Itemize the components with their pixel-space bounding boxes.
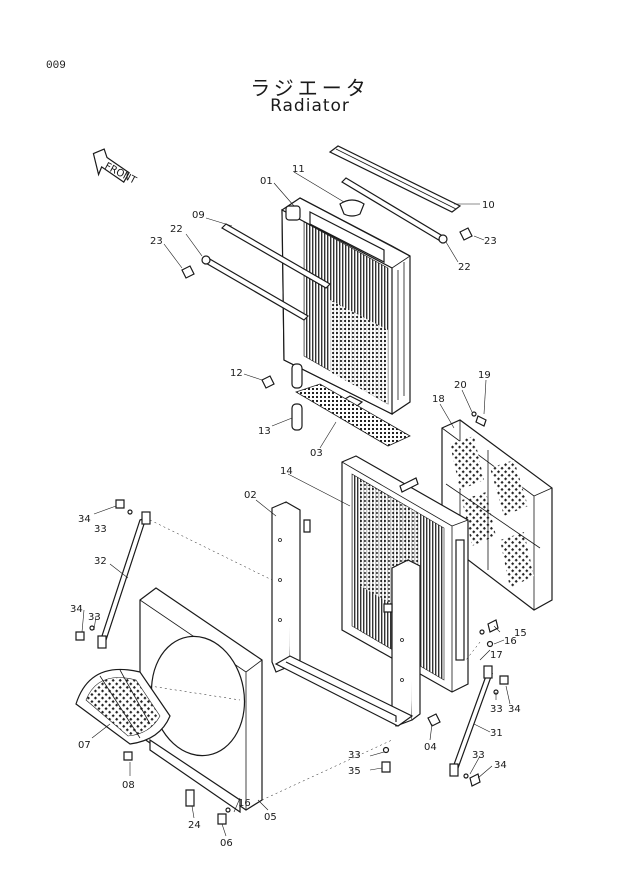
part-05-shroud (139, 587, 263, 814)
title-japanese: ラジエータ (250, 76, 370, 100)
callout-22-right: 22 (458, 262, 471, 273)
part-18-screen (441, 419, 553, 611)
callout-02: 02 (244, 490, 257, 501)
front-direction-arrow: FRONT (92, 148, 139, 187)
part-03-seal (295, 383, 411, 447)
callout-03: 03 (310, 448, 323, 459)
part-22-stay-right (341, 177, 448, 244)
callout-35: 35 (348, 766, 361, 777)
callout-16-b: 16 (504, 636, 517, 647)
callout-23-left: 23 (150, 236, 163, 247)
callout-23-right: 23 (484, 236, 497, 247)
callout-12: 12 (230, 368, 243, 379)
part-10-strip (328, 145, 462, 213)
callout-01: 01 (260, 176, 273, 187)
callout-32: 32 (94, 556, 107, 567)
callout-07: 07 (78, 740, 91, 751)
part-13-hose (291, 363, 303, 431)
callout-33-a: 33 (94, 524, 107, 535)
callout-08: 08 (122, 780, 135, 791)
callout-34-c: 34 (508, 704, 521, 715)
callout-16-a: 16 (238, 798, 251, 809)
part-31-stay (449, 665, 493, 777)
part-07-fan-guard (75, 668, 171, 745)
part-20-washer (471, 411, 477, 417)
part-09-rod (221, 223, 331, 289)
callout-labels: 01 11 10 09 22 23 23 22 12 13 03 19 20 1… (70, 164, 527, 849)
callout-10: 10 (482, 200, 495, 211)
page-number: 009 (46, 60, 66, 72)
callout-33-c: 33 (348, 750, 361, 761)
callout-19: 19 (478, 370, 491, 381)
leader-lines (81, 171, 511, 837)
callout-06: 06 (220, 838, 233, 849)
callout-34-b: 34 (70, 604, 83, 615)
part-11-cap (339, 199, 365, 217)
callout-31: 31 (490, 728, 503, 739)
callout-33-b: 33 (88, 612, 101, 623)
callout-09: 09 (192, 210, 205, 221)
part-01-radiator (281, 197, 411, 418)
callout-22-left: 22 (170, 224, 183, 235)
part-22-stay-left (201, 255, 309, 321)
callout-17: 17 (490, 650, 503, 661)
part-32-stay (97, 511, 151, 649)
callout-33-e: 33 (472, 750, 485, 761)
callout-11: 11 (292, 164, 305, 175)
callout-20: 20 (454, 380, 467, 391)
callout-33-d: 33 (490, 704, 503, 715)
callout-18: 18 (432, 394, 445, 405)
callout-04: 04 (424, 742, 437, 753)
assembly-lines (149, 519, 481, 801)
front-label: FRONT (103, 161, 139, 187)
callout-13: 13 (258, 426, 271, 437)
callout-34-a: 34 (78, 514, 91, 525)
part-12-drain (261, 375, 275, 389)
callout-05: 05 (264, 812, 277, 823)
part-19-bolt (475, 415, 487, 427)
callout-24: 24 (188, 820, 201, 831)
part-02-frame (271, 501, 421, 727)
callout-14: 14 (280, 466, 293, 477)
callout-34-d: 34 (494, 760, 507, 771)
title-english: Radiator (270, 96, 350, 116)
callout-15: 15 (514, 628, 527, 639)
